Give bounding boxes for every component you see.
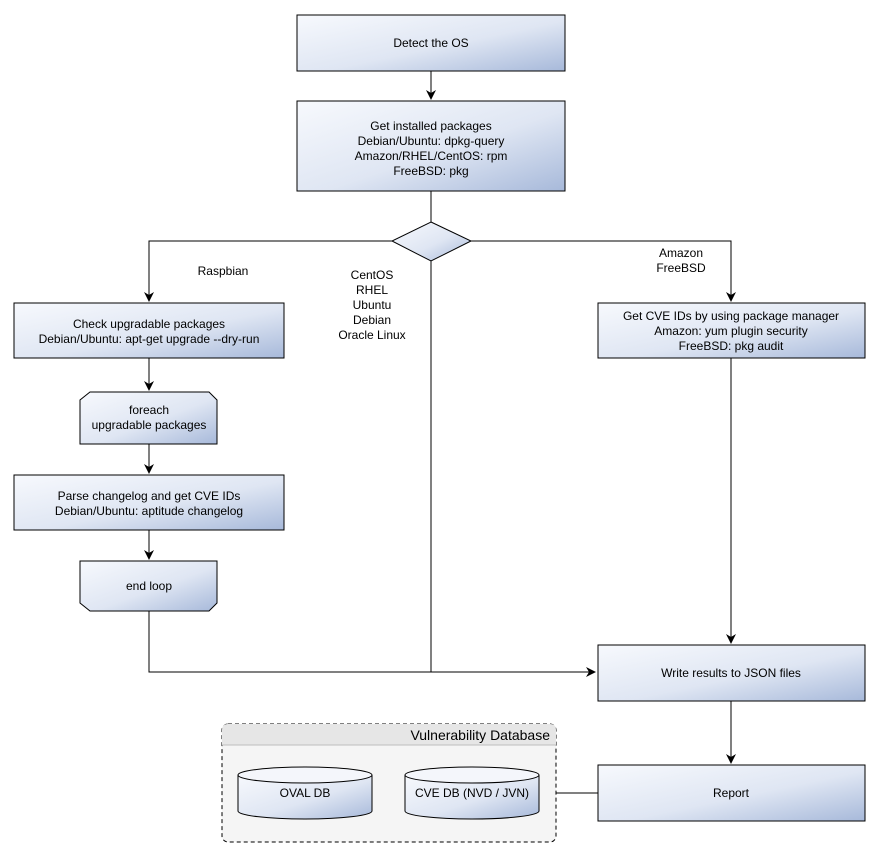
branch-label-left: Raspbian bbox=[198, 264, 249, 278]
group-title: Vulnerability Database bbox=[410, 727, 550, 743]
text-line: Amazon: yum plugin security bbox=[654, 324, 807, 338]
text-line: Check upgradable packages bbox=[73, 317, 225, 331]
text-line: foreach bbox=[129, 403, 169, 417]
text-line: Get CVE IDs by using package manager bbox=[623, 309, 839, 323]
report-box: Report bbox=[597, 764, 866, 822]
detect-os-label: Detect the OS bbox=[393, 36, 468, 50]
edge-endloop-to-write bbox=[148, 611, 596, 677]
text-line: Write results to JSON files bbox=[661, 666, 801, 680]
connectors bbox=[144, 71, 736, 794]
text-line: CVE DB (NVD / JVN) bbox=[415, 786, 529, 800]
oval-db-cylinder: OVAL DB bbox=[237, 766, 373, 820]
text-line: FreeBSD bbox=[656, 261, 706, 275]
text-line: FreeBSD: pkg audit bbox=[679, 339, 784, 353]
report-label: Report bbox=[713, 786, 750, 800]
text-line: FreeBSD: pkg bbox=[393, 164, 468, 178]
text-line: upgradable packages bbox=[92, 418, 207, 432]
cve-db-label: CVE DB (NVD / JVN) bbox=[415, 786, 529, 800]
text-line: Debian/Ubuntu: dpkg-query bbox=[358, 134, 505, 148]
text-line: Raspbian bbox=[198, 264, 249, 278]
text-line: Debian bbox=[353, 313, 391, 327]
text-line: Parse changelog and get CVE IDs bbox=[58, 489, 241, 503]
text-line: Detect the OS bbox=[393, 36, 468, 50]
text-line: OVAL DB bbox=[280, 786, 331, 800]
text-line: Amazon/RHEL/CentOS: rpm bbox=[355, 149, 508, 163]
text-line: Oracle Linux bbox=[338, 328, 405, 342]
write-results-label: Write results to JSON files bbox=[661, 666, 801, 680]
text-line: Debian/Ubuntu: apt-get upgrade --dry-run bbox=[39, 332, 260, 346]
detect-os-box: Detect the OS bbox=[296, 14, 566, 72]
end-loop-box: end loop bbox=[79, 560, 218, 612]
text-line: Debian/Ubuntu: aptitude changelog bbox=[55, 504, 243, 518]
text-line: end loop bbox=[126, 579, 172, 593]
text-line: Report bbox=[713, 786, 750, 800]
write-results-box: Write results to JSON files bbox=[597, 644, 866, 702]
text-line: RHEL bbox=[356, 283, 388, 297]
edge-decision-right bbox=[471, 240, 736, 302]
text-line: Ubuntu bbox=[353, 298, 392, 312]
end-loop-label: end loop bbox=[126, 579, 172, 593]
edge-decision-left bbox=[144, 240, 392, 302]
text-line: CentOS bbox=[351, 268, 394, 282]
os-decision-diamond bbox=[390, 221, 473, 262]
text-line: Amazon bbox=[659, 246, 703, 260]
cve-db-cylinder: CVE DB (NVD / JVN) bbox=[404, 766, 540, 820]
text-line: Get installed packages bbox=[370, 119, 491, 133]
oval-db-label: OVAL DB bbox=[280, 786, 331, 800]
